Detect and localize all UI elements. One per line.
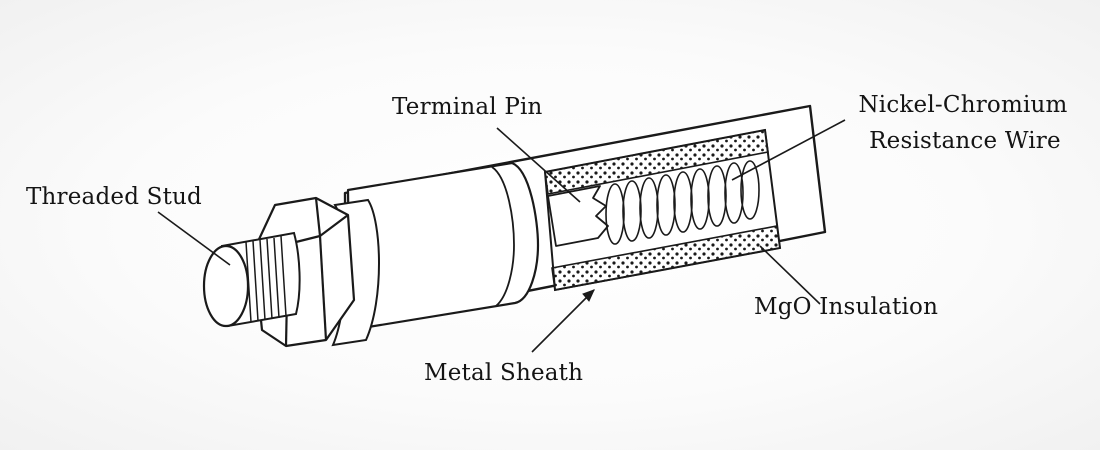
label-threaded-stud: Threaded Stud bbox=[26, 184, 202, 210]
label-nickel-chromium-line1: Nickel-Chromium bbox=[858, 92, 1068, 118]
stud-rounded-tip bbox=[202, 244, 250, 328]
label-mgo-insulation: MgO Insulation bbox=[754, 294, 939, 320]
leader-metal-sheath bbox=[531, 289, 595, 353]
label-metal-sheath: Metal Sheath bbox=[424, 360, 584, 386]
barrel-sleeve bbox=[346, 161, 540, 332]
barrel-shoulder-line bbox=[491, 166, 515, 307]
label-terminal-pin: Terminal Pin bbox=[392, 94, 543, 120]
mgo-insulation-top bbox=[544, 129, 769, 195]
leader-lines bbox=[157, 119, 846, 353]
resistance-wire-coil bbox=[605, 160, 760, 245]
mgo-insulation-bottom bbox=[551, 225, 781, 291]
leader-mgo-insulation bbox=[759, 245, 821, 305]
leader-terminal-pin bbox=[496, 127, 581, 203]
leader-nickel-chromium bbox=[731, 119, 846, 181]
arrowhead-metal-sheath bbox=[582, 289, 595, 302]
terminal-pin-rod bbox=[547, 185, 609, 247]
leader-threaded-stud bbox=[157, 211, 231, 266]
label-nickel-chromium-line2: Resistance Wire bbox=[869, 128, 1061, 154]
